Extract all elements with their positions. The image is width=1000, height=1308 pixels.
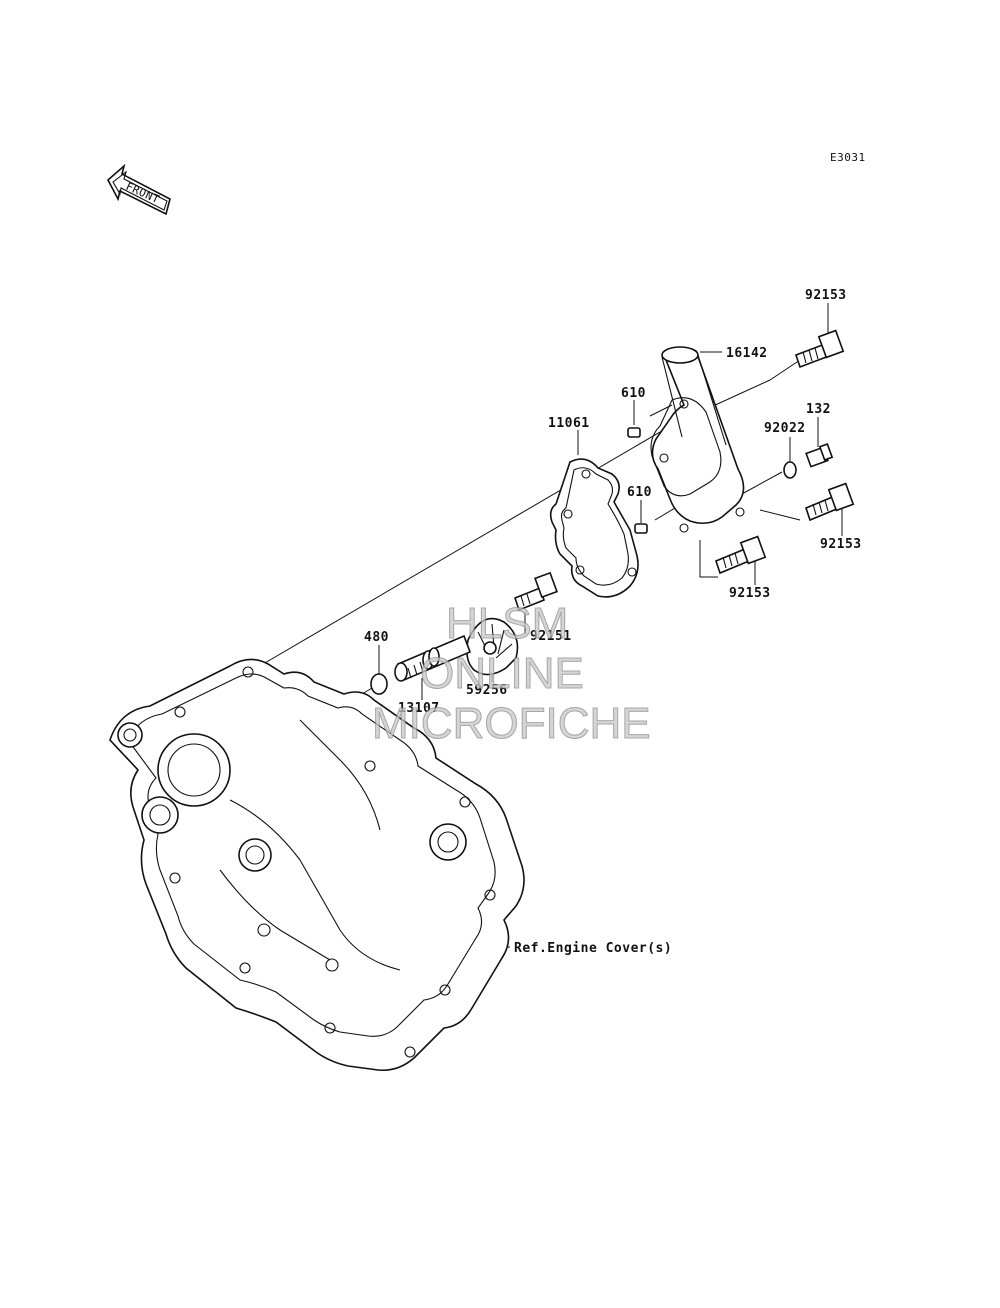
diagram-code: E3031 [830,151,866,164]
watermark-line2: ONLINE [420,649,584,698]
watermark-line1: HLSM [446,599,568,648]
label-132: 132 [806,402,831,417]
label-610-upper: 610 [621,386,646,401]
label-92151: 92151 [530,629,572,644]
dowel-pin-610-upper [627,427,641,438]
washer-92022 [783,461,797,479]
water-pump-cover-16142 [650,346,745,533]
label-ref-engine-cover: Ref.Engine Cover(s) [514,941,672,956]
bolt-92153-top [794,329,845,369]
pump-shaft-13107 [394,634,472,682]
label-610-lower: 610 [627,485,652,500]
label-92153-lower: 92153 [729,586,771,601]
label-59256: 59256 [466,683,508,698]
label-92153-top: 92153 [805,288,847,303]
label-480: 480 [364,630,389,645]
label-13107: 13107 [398,701,440,716]
gasket-11061 [549,458,639,598]
bolt-92153-lower [715,535,767,575]
label-92022: 92022 [764,421,806,436]
drain-bolt-132 [805,443,834,468]
label-92153-right: 92153 [820,537,862,552]
label-11061: 11061 [548,416,590,431]
watermark: HLSM ONLINE MICROFICHE [372,599,652,749]
engine-cover-reference [109,658,525,1072]
circlip-480 [370,673,388,695]
impeller-59256 [466,617,519,676]
front-arrow-icon: FRONT [106,163,171,216]
bolt-92153-right [805,482,855,522]
label-16142: 16142 [726,346,768,361]
bolt-92151 [514,571,558,612]
dowel-pin-610-lower [634,523,648,534]
watermark-line3: MICROFICHE [372,699,651,748]
